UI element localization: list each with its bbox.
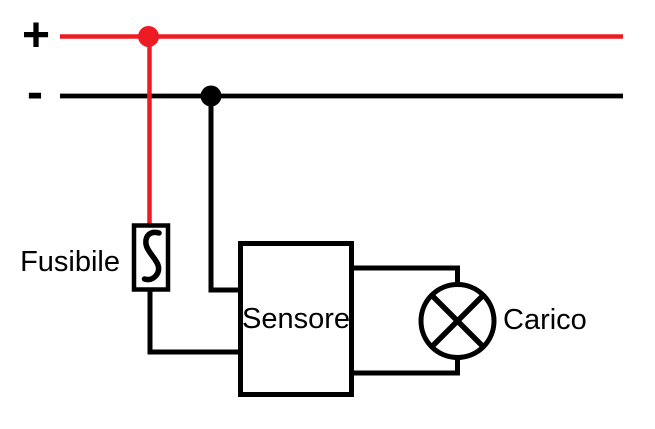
fuse-symbol bbox=[131, 223, 171, 292]
sensor-label: Sensore bbox=[242, 303, 350, 335]
positive-junction-dot bbox=[138, 26, 159, 47]
lamp-icon bbox=[418, 282, 497, 360]
sensor-input-wire bbox=[208, 96, 243, 293]
load-label: Carico bbox=[503, 304, 587, 336]
load-wire-bottom bbox=[351, 356, 460, 376]
fuse-output-wire bbox=[147, 289, 243, 355]
sensor-box bbox=[238, 241, 354, 397]
load-wire-top bbox=[351, 265, 460, 286]
lamp-cross-line-2 bbox=[429, 293, 486, 349]
positive-bus-label: + bbox=[22, 9, 50, 62]
fuse-label: Fusibile bbox=[20, 246, 120, 278]
fuse-element-icon bbox=[141, 229, 162, 283]
negative-bus-label: - bbox=[27, 66, 43, 119]
